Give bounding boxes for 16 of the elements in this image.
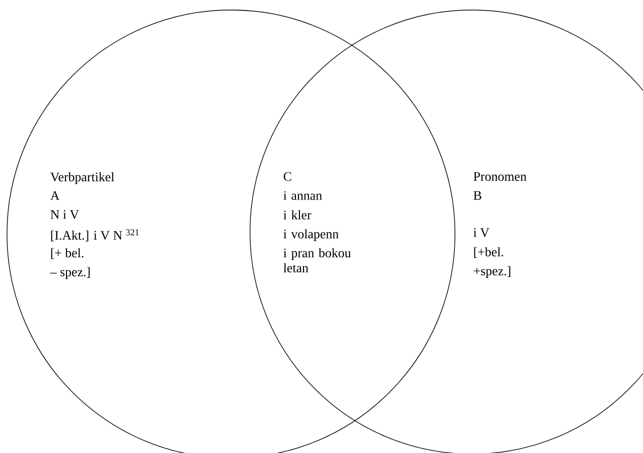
overlap-text: i volapenn (283, 229, 339, 241)
category-text: [I.Akt.] i V N $^{321}$ (51, 229, 139, 242)
category-text: Verbpartikel (50, 172, 114, 184)
category-text: B (474, 191, 482, 200)
category-text: A (50, 191, 60, 200)
category-text: N i V (50, 210, 79, 220)
overlap-text: i annan (283, 191, 322, 200)
category-text: [+ bel. (51, 248, 84, 259)
category-text: i V (473, 228, 490, 238)
overlap-text: C (284, 172, 292, 181)
category-text: – spez.] (50, 267, 90, 279)
overlap-text: i pran bokou letan (283, 248, 351, 272)
category-text: Pronomen (474, 172, 526, 181)
category-text: +spez.] (474, 266, 510, 278)
category-text: [+bel. (474, 247, 504, 258)
overlap-text: i kler (283, 210, 312, 220)
